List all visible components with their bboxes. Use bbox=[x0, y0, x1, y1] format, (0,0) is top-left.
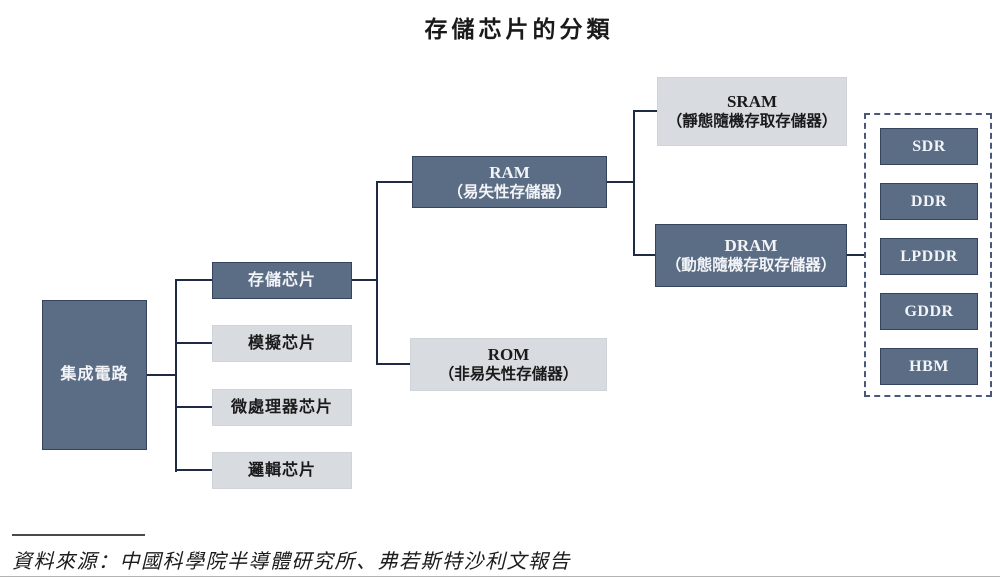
node-label: HBM bbox=[909, 357, 949, 375]
node-logic-chip: 邏輯芯片 bbox=[212, 452, 352, 489]
node-title: RAM bbox=[489, 162, 530, 182]
connector-line bbox=[607, 181, 635, 183]
node-label: SDR bbox=[912, 137, 946, 155]
connector-line bbox=[633, 110, 635, 256]
node-rom: ROM （非易失性存儲器） bbox=[410, 338, 607, 391]
source-note: 資料來源：中國科學院半導體研究所、弗若斯特沙利文報告 bbox=[12, 551, 571, 573]
diagram-title: 存儲芯片的分類 bbox=[424, 16, 614, 42]
connector-line bbox=[378, 181, 412, 183]
node-label: 微處理器芯片 bbox=[230, 398, 333, 416]
node-label: GDDR bbox=[904, 302, 954, 320]
connector-line bbox=[175, 279, 177, 472]
node-title: ROM bbox=[487, 345, 530, 365]
dram-types-group: SDR DDR LPDDR GDDR HBM bbox=[864, 113, 992, 397]
node-subtitle: （非易失性存儲器） bbox=[438, 366, 579, 384]
node-analog-chip: 模擬芯片 bbox=[212, 325, 352, 362]
node-microprocessor-chip: 微處理器芯片 bbox=[212, 389, 352, 426]
node-sram: SRAM （靜態隨機存取存儲器） bbox=[657, 77, 847, 146]
node-label: 模擬芯片 bbox=[247, 334, 316, 352]
node-memory-chip: 存儲芯片 bbox=[212, 262, 352, 299]
connector-line bbox=[177, 342, 212, 344]
node-subtitle: （靜態隨機存取存儲器） bbox=[666, 113, 838, 131]
node-label: 邏輯芯片 bbox=[247, 461, 316, 479]
connector-line bbox=[635, 110, 657, 112]
connector-line bbox=[847, 254, 864, 256]
node-subtitle: （動態隨機存取存儲器） bbox=[665, 257, 837, 275]
node-integrated-circuit: 集成電路 bbox=[42, 300, 147, 450]
node-ddr: DDR bbox=[880, 183, 978, 220]
connector-line bbox=[352, 279, 378, 281]
connector-line bbox=[635, 254, 655, 256]
node-sdr: SDR bbox=[880, 128, 978, 165]
connector-line bbox=[378, 363, 410, 365]
connector-line bbox=[147, 374, 176, 376]
node-title: DRAM bbox=[724, 236, 778, 256]
node-label: DDR bbox=[910, 192, 948, 210]
connector-line bbox=[177, 469, 212, 471]
connector-line bbox=[376, 181, 378, 365]
node-label: 存儲芯片 bbox=[247, 271, 316, 289]
node-hbm: HBM bbox=[880, 348, 978, 385]
node-label: 集成電路 bbox=[60, 366, 129, 383]
node-lpddr: LPDDR bbox=[880, 238, 978, 275]
node-gddr: GDDR bbox=[880, 293, 978, 330]
node-subtitle: （易失性存儲器） bbox=[447, 183, 572, 201]
source-overline bbox=[12, 534, 145, 536]
node-title: SRAM bbox=[726, 92, 778, 112]
connector-line bbox=[177, 279, 212, 281]
connector-line bbox=[177, 406, 212, 408]
bottom-rule bbox=[0, 576, 1000, 577]
node-label: LPDDR bbox=[900, 247, 958, 265]
node-ram: RAM （易失性存儲器） bbox=[412, 156, 607, 208]
node-dram: DRAM （動態隨機存取存儲器） bbox=[655, 224, 847, 287]
